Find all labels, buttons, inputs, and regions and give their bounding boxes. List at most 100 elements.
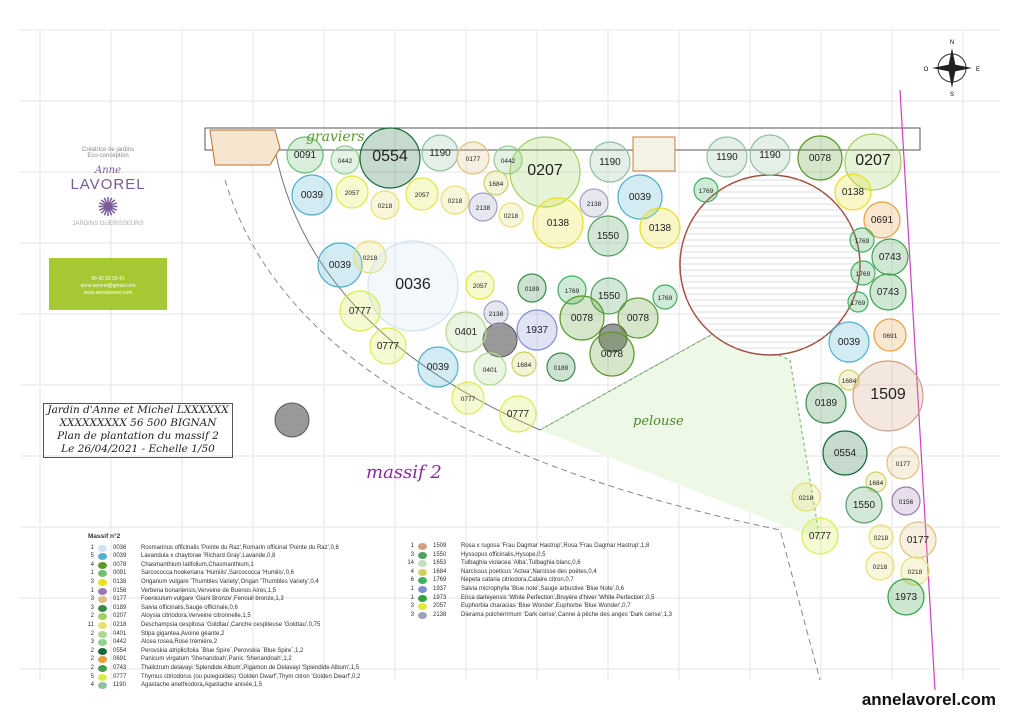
plant-circle-1937 bbox=[516, 309, 558, 351]
legend-code: 0091 bbox=[113, 570, 127, 577]
legend-code: 0442 bbox=[113, 639, 127, 646]
legend-code: 0189 bbox=[113, 604, 127, 611]
logo-last-name: LAVOREL bbox=[70, 176, 146, 193]
plant-circle-0554 bbox=[822, 430, 868, 476]
plant-code-label: 1550 bbox=[853, 500, 876, 511]
graviers-label: graviers bbox=[306, 129, 365, 145]
legend-qty: 2 bbox=[90, 613, 94, 620]
legend-name: Verbena bonariensis,Verveine de Buenos A… bbox=[141, 587, 277, 594]
plant-code-label: 0442 bbox=[338, 158, 353, 165]
email[interactable]: anne.lavorel@gmail.com bbox=[80, 283, 136, 289]
plant-symbol-icon bbox=[98, 621, 107, 629]
legend-row: 1 1973 Erica darleyensis 'White Perfection… bbox=[400, 594, 672, 603]
plant-code-label: 0777 bbox=[377, 341, 400, 352]
plant-code-label: 0189 bbox=[554, 365, 569, 372]
plant-circle-1550 bbox=[845, 486, 883, 524]
plant-circle-0218 bbox=[868, 524, 894, 550]
lawn-area bbox=[539, 329, 821, 541]
plant-code-label: 0218 bbox=[873, 564, 888, 571]
logo-first-name: Anne bbox=[94, 165, 122, 176]
legend-code: 1973 bbox=[433, 594, 447, 601]
plant-code-label: 0218 bbox=[448, 198, 463, 205]
plant-code-label: 0207 bbox=[527, 162, 563, 179]
plant-code-label: 0691 bbox=[871, 215, 894, 226]
plant-circle-1769 bbox=[652, 284, 678, 310]
plant-symbol-icon bbox=[98, 656, 107, 664]
plant-code-label: 2057 bbox=[473, 283, 488, 290]
phone: 06 42 33 58 41 bbox=[91, 276, 125, 282]
legend-qty: 1 bbox=[90, 587, 94, 594]
legend-code: 0039 bbox=[113, 553, 127, 560]
wall-outline bbox=[204, 127, 921, 151]
plant-code-label: 1550 bbox=[597, 231, 620, 242]
plant-code-label: 2057 bbox=[345, 190, 360, 197]
plant-symbol-icon bbox=[98, 630, 107, 638]
legend-qty: 4 bbox=[90, 682, 94, 689]
plant-circle-0554 bbox=[359, 127, 421, 189]
plant-code-label: 0218 bbox=[799, 495, 814, 502]
plant-code-label: 0177 bbox=[466, 156, 481, 163]
compass-e: E bbox=[976, 67, 980, 73]
website[interactable]: www.annelavorel.com bbox=[83, 290, 133, 296]
plant-circle-0218 bbox=[791, 482, 821, 512]
plant-circle-0177 bbox=[899, 521, 937, 559]
plant-code-label: 0401 bbox=[455, 327, 478, 338]
legend-name: Erica darleyensis 'White Perfection',Bru… bbox=[461, 594, 655, 601]
plant-circle-0039 bbox=[317, 242, 363, 288]
plant-code-label: 1769 bbox=[565, 288, 580, 295]
legend-qty: 14 bbox=[407, 560, 414, 567]
legend-qty: 2 bbox=[90, 647, 94, 654]
plant-circle-0218 bbox=[865, 551, 895, 581]
legend-name: Euphorbia characias 'Blue Wonder',Euphor… bbox=[461, 603, 631, 610]
plant-code-label: 0777 bbox=[507, 409, 530, 420]
plant-circle-0177 bbox=[886, 446, 920, 480]
plant-code-label: 1190 bbox=[716, 152, 738, 163]
bed-border bbox=[274, 149, 721, 431]
legend-code: 1653 bbox=[433, 560, 447, 567]
plant-code-label: 1684 bbox=[842, 378, 857, 385]
plant-code-label: 1937 bbox=[526, 325, 549, 336]
plant-circle-0218 bbox=[498, 202, 524, 228]
legend-name: Nepeta cataria citriodora,Cataire citron… bbox=[461, 577, 574, 584]
legend-name: Agastache anethiodora,Agastache anisée,1… bbox=[141, 682, 263, 689]
plant-code-label: 0442 bbox=[501, 158, 516, 165]
plant-code-label: 0039 bbox=[301, 190, 324, 201]
plant-circle-0691 bbox=[873, 318, 907, 352]
legend-qty: 1 bbox=[410, 594, 414, 601]
title-block: Jardin d'Anne et Michel LXXXXXX XXXXXXXX… bbox=[43, 403, 233, 458]
logo-subtitle: JARDINS GUERISSEURS bbox=[72, 221, 144, 227]
plant-circle-0401 bbox=[445, 311, 487, 353]
plant-symbol-icon bbox=[418, 551, 427, 559]
legend-code: 0743 bbox=[113, 664, 127, 671]
title-line: XXXXXXXXX 56 500 BIGNAN bbox=[59, 417, 217, 429]
plant-code-label: 1769 bbox=[851, 300, 866, 307]
plant-code-label: 0177 bbox=[896, 461, 911, 468]
legend-qty: 3 bbox=[90, 604, 94, 611]
plant-circle-2057 bbox=[465, 270, 495, 300]
plant-circle-0218 bbox=[900, 556, 930, 586]
plant-circle-2138 bbox=[483, 300, 509, 326]
legend-name: Narcissus poeticus 'Actea',Narcisse des … bbox=[461, 568, 597, 575]
tagline: Eco-conception bbox=[87, 153, 129, 159]
plant-code-label: 1769 bbox=[855, 238, 870, 245]
plant-symbol-icon bbox=[98, 544, 107, 552]
plant-code-label: 0777 bbox=[809, 531, 832, 542]
plant-symbol-icon bbox=[98, 639, 107, 647]
plant-code-label: 0554 bbox=[372, 148, 408, 165]
plant-symbol-icon bbox=[418, 585, 427, 593]
plant-code-label: 1509 bbox=[870, 386, 906, 403]
plant-code-label: 1190 bbox=[759, 150, 781, 161]
legend-qty: 3 bbox=[410, 551, 414, 558]
legend-name: Stipa gigantea,Avoine géante,2 bbox=[141, 630, 225, 637]
plant-symbol-icon bbox=[418, 594, 427, 602]
